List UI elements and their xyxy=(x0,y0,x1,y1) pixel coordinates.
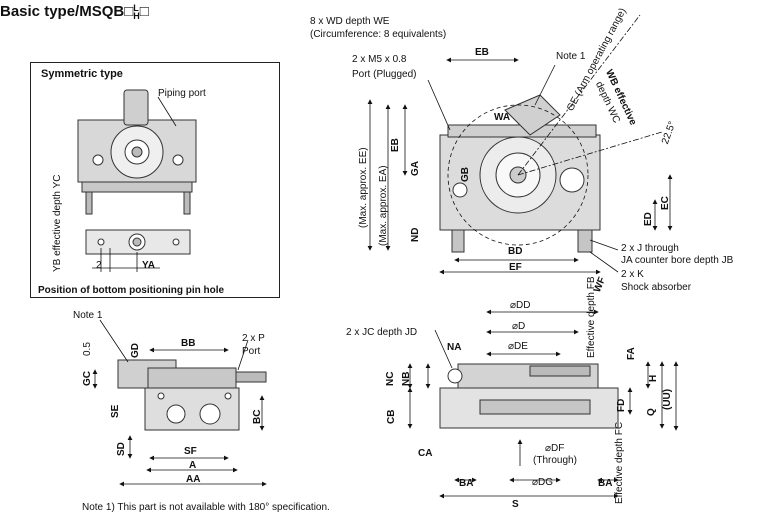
na-label: NA xyxy=(447,342,462,353)
port-plugged-label: Port (Plugged) xyxy=(352,69,417,80)
effective-depth-fb-label: Effective depth FB xyxy=(586,276,597,358)
bb-label: BB xyxy=(181,338,196,349)
half-mm-label: 0.5 xyxy=(82,342,93,356)
ja-counter-bore-label: JA counter bore depth JB xyxy=(621,255,734,266)
side-view-body xyxy=(439,363,619,429)
m5-label: 2 x M5 x 0.8 xyxy=(352,54,407,65)
piping-port-leader xyxy=(157,96,177,127)
sd-label: SD xyxy=(116,442,127,456)
de-label: ⌀DE xyxy=(508,341,528,352)
k-label: 2 x K xyxy=(621,269,644,280)
ee-label: (Max. approx. EE) xyxy=(358,147,369,228)
title-box-2: □ xyxy=(139,3,149,20)
symmetric-body xyxy=(77,89,197,215)
title-main: Basic type/MSQB xyxy=(0,3,125,20)
wa-label: WA xyxy=(494,112,511,123)
note1-front-label: Note 1 xyxy=(73,310,103,321)
footnote: Note 1) This part is not available with … xyxy=(82,502,330,513)
effective-depth-fc-label: Effective depth FC xyxy=(614,421,625,504)
nd-label: ND xyxy=(410,227,421,242)
yb-effective-depth-label: YB effective depth YC xyxy=(52,174,63,272)
symmetric-type-panel xyxy=(30,62,280,298)
nb-label: NB xyxy=(401,371,412,386)
h-label: H xyxy=(648,374,659,382)
top-view-dims xyxy=(367,14,673,275)
title-suffix-l: L xyxy=(133,3,139,13)
piping-port-label: Piping port xyxy=(158,88,206,99)
ef-label: EF xyxy=(509,262,522,273)
dim-ya-label: YA xyxy=(142,260,155,271)
ed-label: ED xyxy=(643,212,654,226)
q-label: Q xyxy=(646,408,657,416)
gb-label: GB xyxy=(460,167,471,182)
a-label: A xyxy=(189,460,197,471)
note1-top-label: Note 1 xyxy=(556,51,586,62)
df-label: ⌀DF xyxy=(545,443,565,454)
bd-label: BD xyxy=(508,246,523,257)
through-label: (Through) xyxy=(533,455,577,466)
gc-label: GC xyxy=(82,371,93,386)
ba-left-label: BA xyxy=(459,478,474,489)
pin-hole-view xyxy=(85,229,191,255)
port-label: Port xyxy=(242,346,261,357)
p-label: 2 x P xyxy=(242,333,265,344)
ea-label: (Max. approx. EA) xyxy=(378,165,389,246)
pin-hole-caption: Position of bottom positioning pin hole xyxy=(38,285,225,296)
pin-hole-dims xyxy=(92,248,160,272)
shock-absorber-label: Shock absorber xyxy=(621,282,692,293)
eb-label: EB xyxy=(475,47,489,58)
title-suffix-h: H xyxy=(133,11,140,21)
nc-label: NC xyxy=(385,371,396,386)
ec-label: EC xyxy=(660,196,671,210)
bc-label: BC xyxy=(252,409,263,424)
side-view-dims xyxy=(407,309,679,499)
aa-label: AA xyxy=(186,474,201,485)
jc-depth-label: 2 x JC depth JD xyxy=(346,327,418,338)
circumference-label: (Circumference: 8 equivalents) xyxy=(310,29,447,40)
j-through-label: 2 x J through xyxy=(621,243,679,254)
sf-label: SF xyxy=(184,446,197,457)
eb-vertical-label: EB xyxy=(390,138,401,152)
wd-depth-label: 8 x WD depth WE xyxy=(310,16,390,27)
fa-label: FA xyxy=(626,347,637,360)
ga-label: GA xyxy=(410,161,421,176)
dd-label: ⌀DD xyxy=(510,300,531,311)
front-view-body xyxy=(117,359,267,431)
dim-2-label: 2 xyxy=(96,260,102,271)
ca-label: CA xyxy=(418,448,433,459)
s-label: S xyxy=(512,499,519,510)
cb-label: CB xyxy=(386,409,397,424)
fd-label: FD xyxy=(616,398,627,412)
title-box-1: □ xyxy=(124,3,134,20)
uu-label: (UU) xyxy=(662,388,673,410)
d-label: ⌀D xyxy=(512,321,526,332)
ba-right-label: BA xyxy=(598,478,613,489)
se-label: SE xyxy=(110,404,121,418)
gd-label: GD xyxy=(130,343,141,358)
symmetric-heading: Symmetric type xyxy=(41,68,123,80)
front-view-dims xyxy=(92,319,267,487)
dg-label: ⌀DG xyxy=(532,477,554,488)
